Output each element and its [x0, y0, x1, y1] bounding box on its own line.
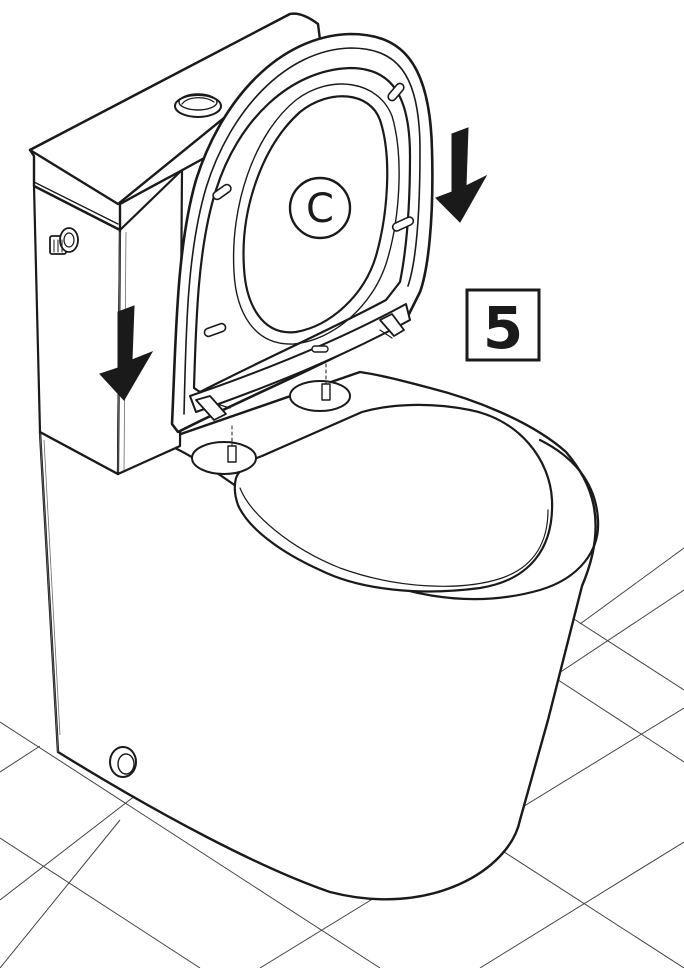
down-arrow-icon — [99, 305, 154, 401]
hinge-posts — [191, 351, 351, 475]
part-label-callout: C — [288, 176, 352, 240]
seat-bumper — [391, 216, 415, 232]
down-arrow-icon — [435, 127, 488, 223]
step-number-box: 5 — [465, 288, 541, 362]
side-cap — [109, 746, 137, 778]
part-label-circle — [288, 176, 352, 240]
seat-bumper — [203, 322, 227, 338]
water-inlet-valve — [49, 227, 79, 255]
step-number-text: 5 — [483, 294, 523, 362]
quick-release-button — [311, 345, 329, 353]
part-label-text: C — [306, 186, 334, 232]
cistern — [28, 12, 322, 476]
seat-bumper — [387, 82, 405, 102]
seat-bumper — [212, 183, 232, 201]
toilet-bowl — [38, 370, 600, 901]
